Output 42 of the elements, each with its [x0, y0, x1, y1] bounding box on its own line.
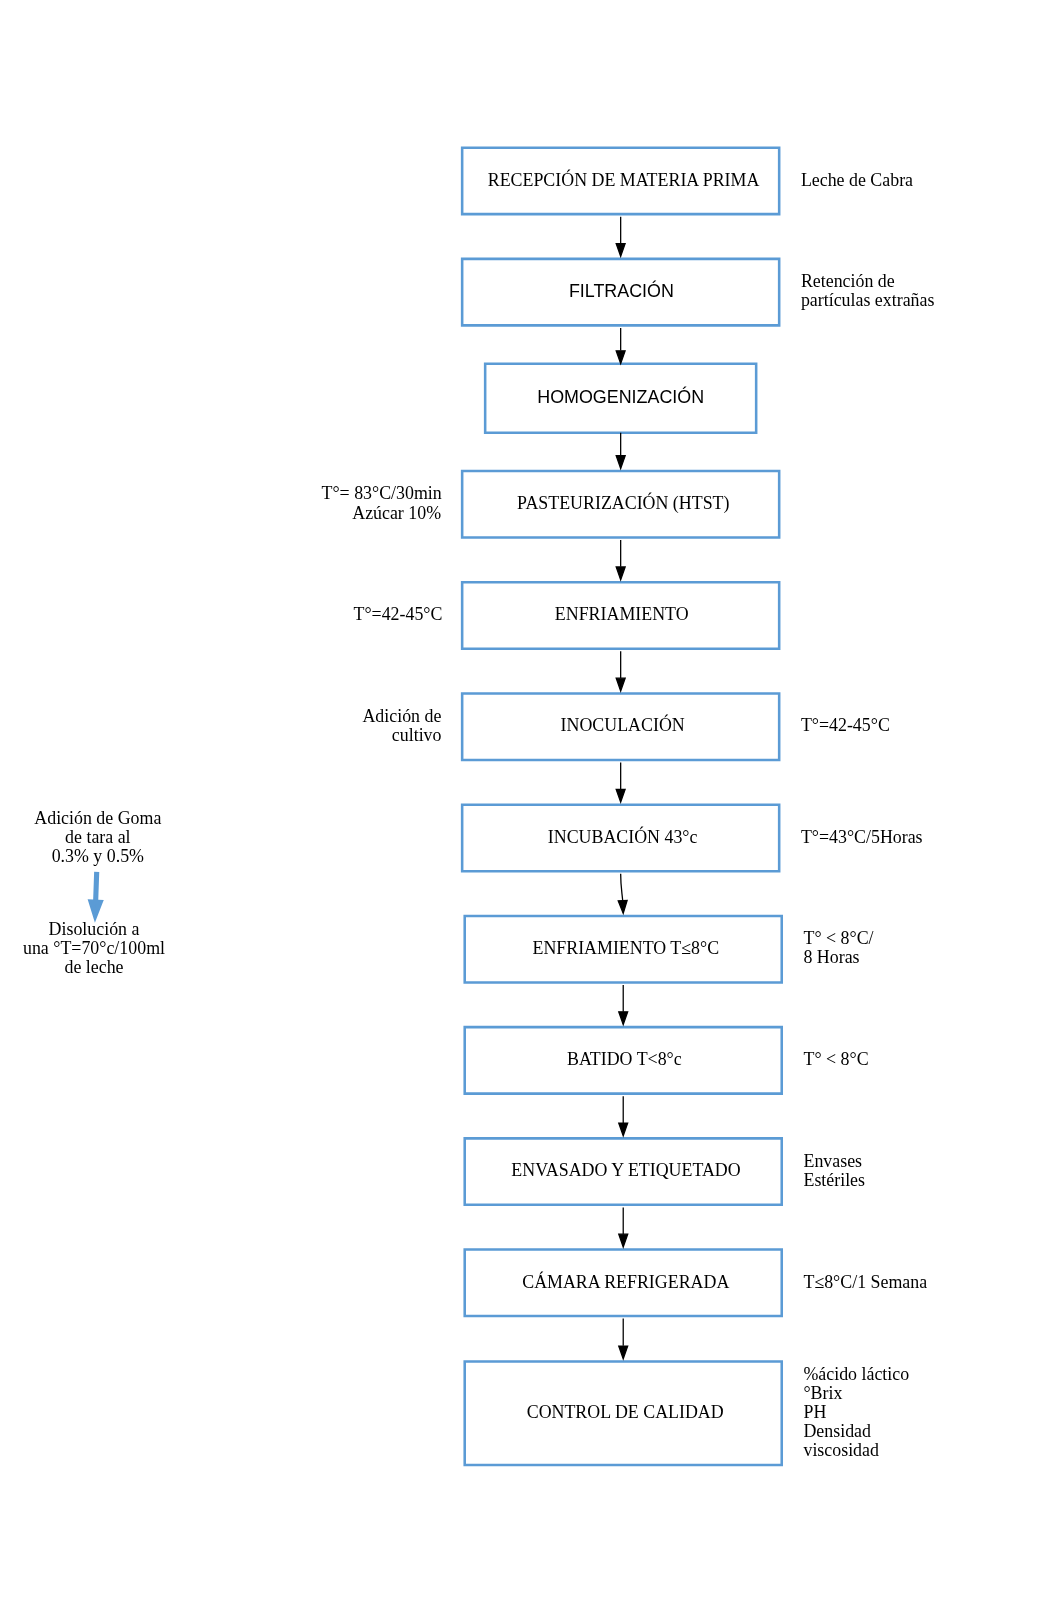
arrow [616, 873, 628, 916]
node-label: T°=42-45°C [800, 715, 890, 736]
arrow [617, 1206, 629, 1249]
node-box: HOMOGENIZACIÓN [483, 362, 757, 434]
arrow [617, 1317, 629, 1361]
node-box: ENVASADO Y ETIQUETADO [462, 1137, 783, 1207]
arrow [617, 984, 629, 1027]
node-box: ENFRIAMIENTO [460, 581, 780, 651]
node-label: Leche de Cabra [800, 169, 913, 190]
node-label: T°= 83°C/30min Azúcar 10% [321, 483, 442, 523]
node-box: RECEPCIÓN DE MATERIA PRIMA [460, 146, 780, 216]
node-label: T°=43°C/5Horas [800, 826, 923, 847]
arrow [87, 871, 104, 923]
node-label: T≤8°C/1 Semana [802, 1271, 927, 1292]
node-box: INCUBACIÓN 43°c [460, 803, 780, 873]
node-text: Disolución a una °T=70°c/100ml de leche [22, 918, 165, 978]
node-label: T°=42-45°C [353, 604, 442, 625]
node-label: %ácido láctico [802, 1363, 909, 1384]
node-label: T° < 8°C/ 8 Horas [802, 928, 874, 968]
node-label: Densidad [802, 1421, 871, 1442]
node-box: INOCULACIÓN [460, 692, 780, 762]
node-label: Retención de partículas extrañas [800, 271, 934, 311]
arrow [614, 539, 626, 582]
node-box: PASTEURIZACIÓN (HTST) [460, 469, 780, 539]
node-box: CONTROL DE CALIDAD [462, 1360, 783, 1467]
arrow [614, 761, 626, 805]
node-label: PH [802, 1401, 826, 1422]
arrow [614, 327, 626, 366]
node-label: Adición de cultivo [361, 705, 442, 746]
node-label: Envases Estériles [802, 1150, 865, 1190]
node-text: Adición de Goma de tara al 0.3% y 0.5% [33, 807, 161, 866]
node-box: BATIDO T<8°c [462, 1025, 783, 1095]
node-box: CÁMARA REFRIGERADA [462, 1248, 783, 1318]
node-box: FILTRACIÓN [460, 257, 780, 327]
node-box: ENFRIAMIENTO T≤8°C [462, 914, 783, 984]
node-label: °Brix [802, 1382, 842, 1403]
node-label: T° < 8°C [802, 1049, 869, 1070]
arrow [617, 1095, 629, 1138]
arrow [614, 216, 626, 259]
arrow [614, 650, 626, 693]
arrow [614, 432, 626, 471]
node-label: viscosidad [802, 1440, 879, 1461]
